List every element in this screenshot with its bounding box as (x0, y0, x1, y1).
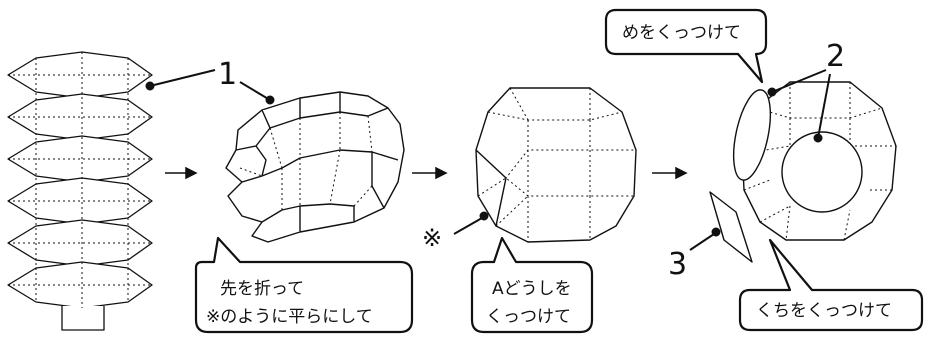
note-mark: ※ (422, 224, 442, 252)
callout-3-leader (689, 227, 721, 251)
flat-net (7, 51, 153, 331)
flow-arrow-3 (652, 166, 688, 180)
mouth-piece (709, 191, 753, 263)
note-leader (453, 211, 489, 235)
folded-ball (475, 87, 637, 243)
flow-arrow-1 (165, 166, 198, 180)
bubble-fold (194, 236, 414, 334)
bubble-join-a (470, 236, 594, 334)
step-2-number: 2 (826, 39, 845, 74)
bubble-join-mouth-text: くちをくっつけて (756, 301, 892, 321)
bubble-fold-line2: ※のように平らにして (206, 307, 373, 327)
callout-2-leader (767, 69, 831, 143)
bubble-join-eyes-text: めをくっつけて (622, 23, 741, 43)
step-1-number: 1 (218, 57, 237, 92)
eye-piece (732, 89, 772, 181)
bubble-join-a-line1: Aどうしを (492, 279, 572, 299)
mouth-circle (781, 131, 863, 213)
step-3-number: 3 (668, 247, 687, 282)
flow-arrow-2 (412, 166, 448, 180)
bubble-join-a-line2: くっつけて (486, 307, 571, 327)
partially-folded-shape (225, 91, 405, 243)
bubble-join-eyes (604, 8, 768, 84)
callout-1-leader (145, 69, 275, 105)
bubble-join-mouth (738, 238, 924, 332)
bubble-fold-line1: 先を折って (220, 279, 304, 299)
